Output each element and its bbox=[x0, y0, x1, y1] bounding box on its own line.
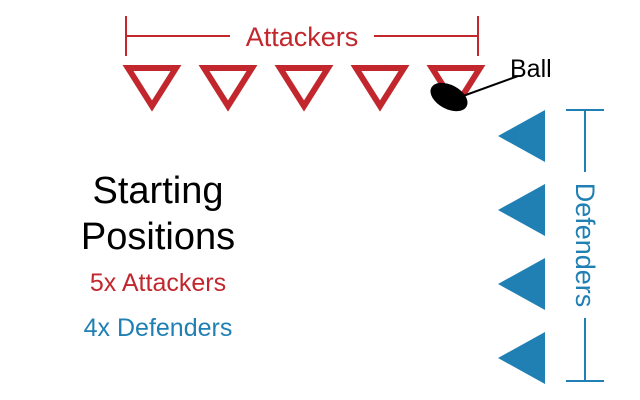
title-line-2: Positions bbox=[80, 216, 236, 258]
info-block: Starting Positions 5x Attackers 4x Defen… bbox=[0, 168, 316, 343]
attacker-2-icon bbox=[198, 65, 258, 112]
attacker-1-icon bbox=[122, 65, 182, 112]
title-line-1: Starting bbox=[92, 170, 224, 212]
attackers-bracket: Attackers bbox=[125, 16, 479, 56]
defender-2-icon bbox=[498, 184, 545, 236]
ball-callout: Ball bbox=[430, 55, 552, 112]
attacker-4-icon bbox=[350, 65, 410, 112]
defender-4-icon bbox=[498, 332, 545, 384]
defender-count-label: 4x Defenders bbox=[83, 314, 233, 342]
attacker-3-icon bbox=[274, 65, 334, 112]
ball-label: Ball bbox=[510, 55, 552, 83]
attackers-label: Attackers bbox=[246, 22, 359, 52]
defenders-group bbox=[498, 110, 545, 384]
ball-icon bbox=[430, 82, 468, 112]
defenders-bracket: Defenders bbox=[566, 109, 604, 382]
ball-leader-line bbox=[462, 75, 519, 97]
attacker-count-label: 5x Attackers bbox=[89, 269, 227, 297]
attackers-group bbox=[122, 65, 486, 112]
defenders-label: Defenders bbox=[570, 183, 600, 308]
defender-3-icon bbox=[498, 258, 545, 310]
defender-1-icon bbox=[498, 110, 545, 162]
